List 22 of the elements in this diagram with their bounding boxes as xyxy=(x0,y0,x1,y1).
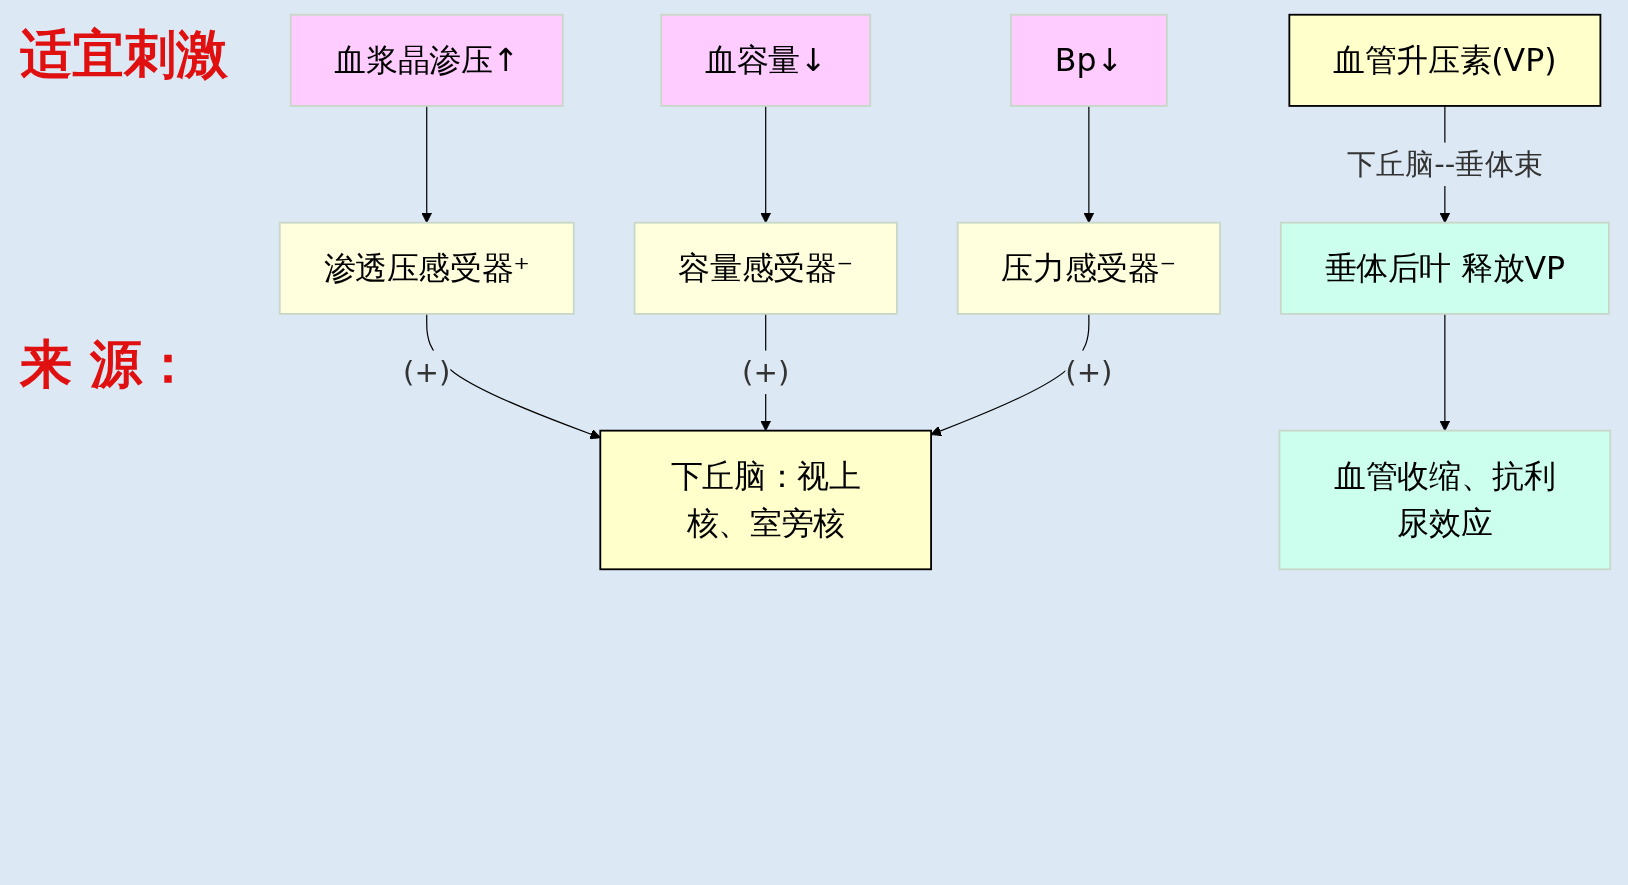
edge-label: (+) xyxy=(403,355,451,390)
edge-label: (+) xyxy=(1065,355,1113,390)
node-box: Bp↓ xyxy=(1010,13,1168,107)
stimulus-heading: 适宜刺激 xyxy=(20,23,228,86)
arrow xyxy=(760,105,772,224)
node-box: 垂体后叶 释放VP xyxy=(1279,221,1610,315)
node-box: 血管收缩、抗利尿效应 xyxy=(1278,429,1612,571)
node-box: 下丘脑：视上核、室旁核 xyxy=(599,429,932,571)
arrow xyxy=(426,313,601,440)
arrow xyxy=(930,313,1090,437)
source-label: 来 源： xyxy=(20,333,195,396)
arrow xyxy=(421,105,433,224)
node-box: 血容量↓ xyxy=(660,13,872,107)
node-box: 容量感受器⁻ xyxy=(633,221,898,315)
node-box: 血管升压素(VP) xyxy=(1288,13,1602,107)
node-box: 压力感受器⁻ xyxy=(956,221,1221,315)
node-box: 渗透压感受器⁺ xyxy=(278,221,575,315)
arrow xyxy=(1083,105,1095,224)
arrow xyxy=(1439,313,1451,432)
node-box: 血浆晶渗压↑ xyxy=(289,13,564,107)
edge-label: 下丘脑--垂体束 xyxy=(1346,147,1543,182)
edge-label: (+) xyxy=(742,355,790,390)
